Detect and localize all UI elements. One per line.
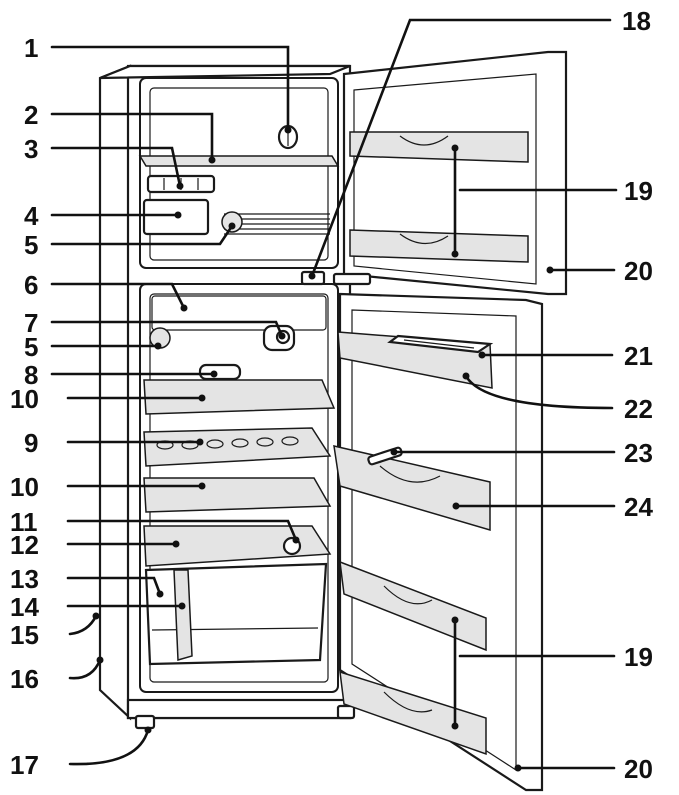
- fridge-door: [333, 292, 544, 792]
- freezer-compartment: [139, 77, 339, 269]
- callout-9: 9: [24, 428, 38, 458]
- bottle-pocket: [333, 445, 491, 532]
- fridge-door-pocket-lower: [339, 670, 487, 756]
- callout-12: 12: [10, 530, 39, 560]
- callout-4: 4: [24, 201, 39, 231]
- callout-3: 3: [24, 134, 38, 164]
- callout-labels: 1 2 3 4 5 6 7 5 8 10 9 10 11 12 13 14 15…: [10, 6, 653, 784]
- leader-dots: [92, 126, 554, 772]
- fridge-compartment: [139, 283, 339, 693]
- cabinet-side-panel: [98, 64, 132, 721]
- callout-10-upper: 10: [10, 384, 39, 414]
- callout-19-fridge-door: 19: [624, 642, 653, 672]
- glass-shelf-upper: [143, 379, 336, 415]
- callout-11: 11: [10, 507, 38, 537]
- freezer-door-pocket-lower: [349, 229, 529, 263]
- callout-21: 21: [624, 341, 653, 371]
- callout-8: 8: [24, 360, 38, 390]
- callout-2: 2: [24, 100, 38, 130]
- callout-1: 1: [24, 33, 38, 63]
- callout-20-fridge-door: 20: [624, 754, 653, 784]
- callout-7: 7: [24, 308, 38, 338]
- air-vent-grille: [224, 213, 330, 235]
- deodorizer: [198, 363, 242, 381]
- crisper-cover: [143, 525, 332, 567]
- freezer-shelf: [138, 155, 340, 167]
- adjustable-foot: [134, 714, 156, 730]
- callout-17: 17: [10, 750, 39, 780]
- callout-19-freezer-door: 19: [624, 176, 653, 206]
- callout-5-fridge: 5: [24, 332, 38, 362]
- crisper-partition: [173, 569, 193, 661]
- callout-22: 22: [624, 394, 653, 424]
- fridge-door-pocket-upper: [339, 560, 487, 652]
- callout-16: 16: [10, 664, 39, 694]
- callout-24: 24: [624, 492, 653, 522]
- callout-13: 13: [10, 564, 39, 594]
- callout-6: 6: [24, 270, 38, 300]
- glass-shelf-lower: [143, 477, 332, 513]
- callout-23: 23: [624, 438, 653, 468]
- freezer-door-pocket-upper: [349, 131, 529, 163]
- callout-15: 15: [10, 620, 39, 650]
- callout-5-freezer: 5: [24, 230, 38, 260]
- callout-10-lower: 10: [10, 472, 39, 502]
- vegetable-crisper: [144, 562, 328, 666]
- leader-lines: [50, 18, 618, 770]
- callout-18: 18: [622, 6, 651, 36]
- freezer-fan-cover: [221, 211, 243, 233]
- callout-20-freezer-door: 20: [624, 256, 653, 286]
- callout-14: 14: [10, 592, 39, 622]
- lamp-cover: [151, 295, 327, 331]
